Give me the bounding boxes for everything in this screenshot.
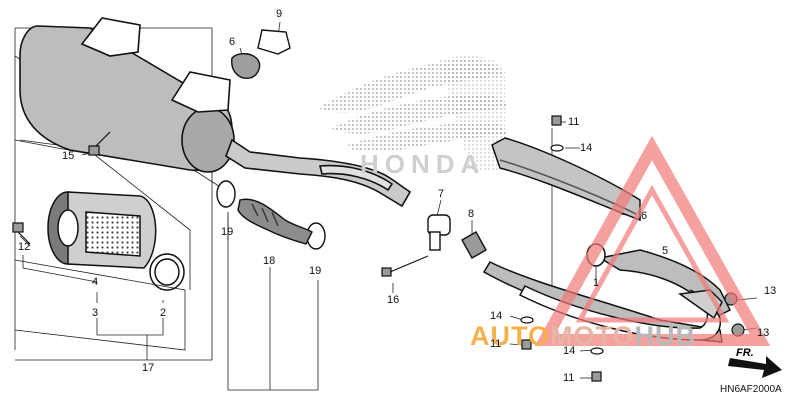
watermark-moto: MOTO	[550, 321, 635, 351]
front-arrow	[728, 356, 782, 378]
callout-11-low: 11	[563, 372, 575, 384]
callout-10: 6	[229, 36, 236, 48]
front-direction-label: FR.	[736, 347, 754, 359]
honda-letters: HONDA	[360, 149, 486, 179]
callout-13-top: 13	[764, 285, 777, 297]
callout-18: 18	[263, 255, 276, 267]
callout-3: 3	[92, 307, 99, 319]
callout-16: 16	[387, 294, 400, 306]
fasteners-right	[520, 115, 745, 382]
callout-13-bottom: 13	[757, 327, 770, 339]
callout-19-left: 19	[221, 226, 234, 238]
watermark-auto: AUTO	[470, 321, 551, 351]
honda-wing-logo	[318, 55, 508, 171]
callout-1: 1	[593, 277, 600, 289]
callout-11-mid: 11	[490, 338, 502, 350]
callout-2: 2	[160, 307, 167, 319]
clamp-7	[427, 214, 451, 251]
muffler	[19, 17, 412, 208]
callout-5: 5	[662, 245, 669, 257]
callout-14-mid: 14	[490, 310, 503, 322]
callout-15: 15	[62, 150, 75, 162]
callout-4: 4	[92, 276, 99, 288]
callout-12: 12	[18, 241, 31, 253]
callout-11-top: 11	[568, 116, 580, 128]
bolt-15	[88, 131, 111, 156]
callout-14-low: 14	[563, 345, 576, 357]
clamp-bands	[216, 180, 326, 250]
muffler-rubber-parts	[231, 29, 291, 79]
spark-arrestor	[47, 191, 157, 269]
callout-9: 9	[276, 8, 283, 20]
watermark-triangle	[534, 135, 771, 346]
watermark-text: AUTOMOTOHUB	[470, 322, 696, 350]
callout-17: 17	[142, 362, 155, 374]
watermark-hub: HUB	[634, 321, 697, 351]
callout-8: 8	[468, 208, 475, 220]
callout-14-top: 14	[580, 142, 593, 154]
collar-8	[461, 231, 487, 259]
joint-rubber	[237, 198, 313, 245]
diagram-code: HN6AF2000A	[720, 384, 782, 395]
bolt-12	[12, 222, 31, 245]
callout-6: 6	[641, 210, 648, 222]
callout-7: 7	[438, 188, 445, 200]
bolt-16	[381, 255, 429, 277]
callout-19-right: 19	[309, 265, 322, 277]
gasket-ring	[149, 253, 185, 291]
